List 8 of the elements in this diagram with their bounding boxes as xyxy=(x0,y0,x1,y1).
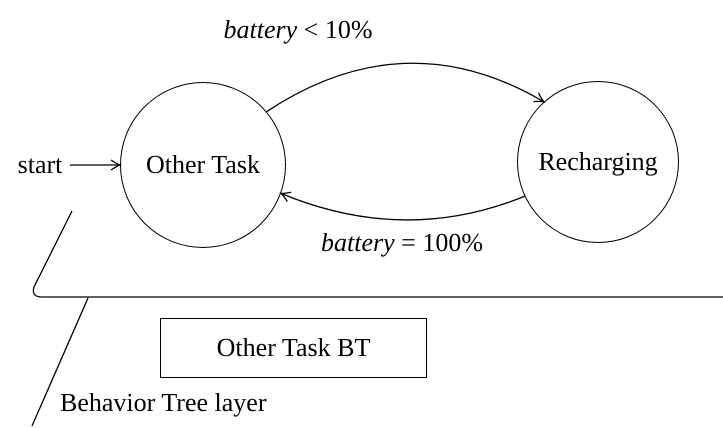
state-name: Other Task xyxy=(146,150,260,180)
state-circle xyxy=(120,82,286,248)
box-label: Other Task BT xyxy=(216,333,370,363)
state-circle xyxy=(517,81,679,243)
layer-label: Behavior Tree layer xyxy=(60,388,267,418)
layer-box xyxy=(160,318,427,378)
state-name: Recharging xyxy=(538,147,658,177)
start-label: start xyxy=(18,150,62,180)
